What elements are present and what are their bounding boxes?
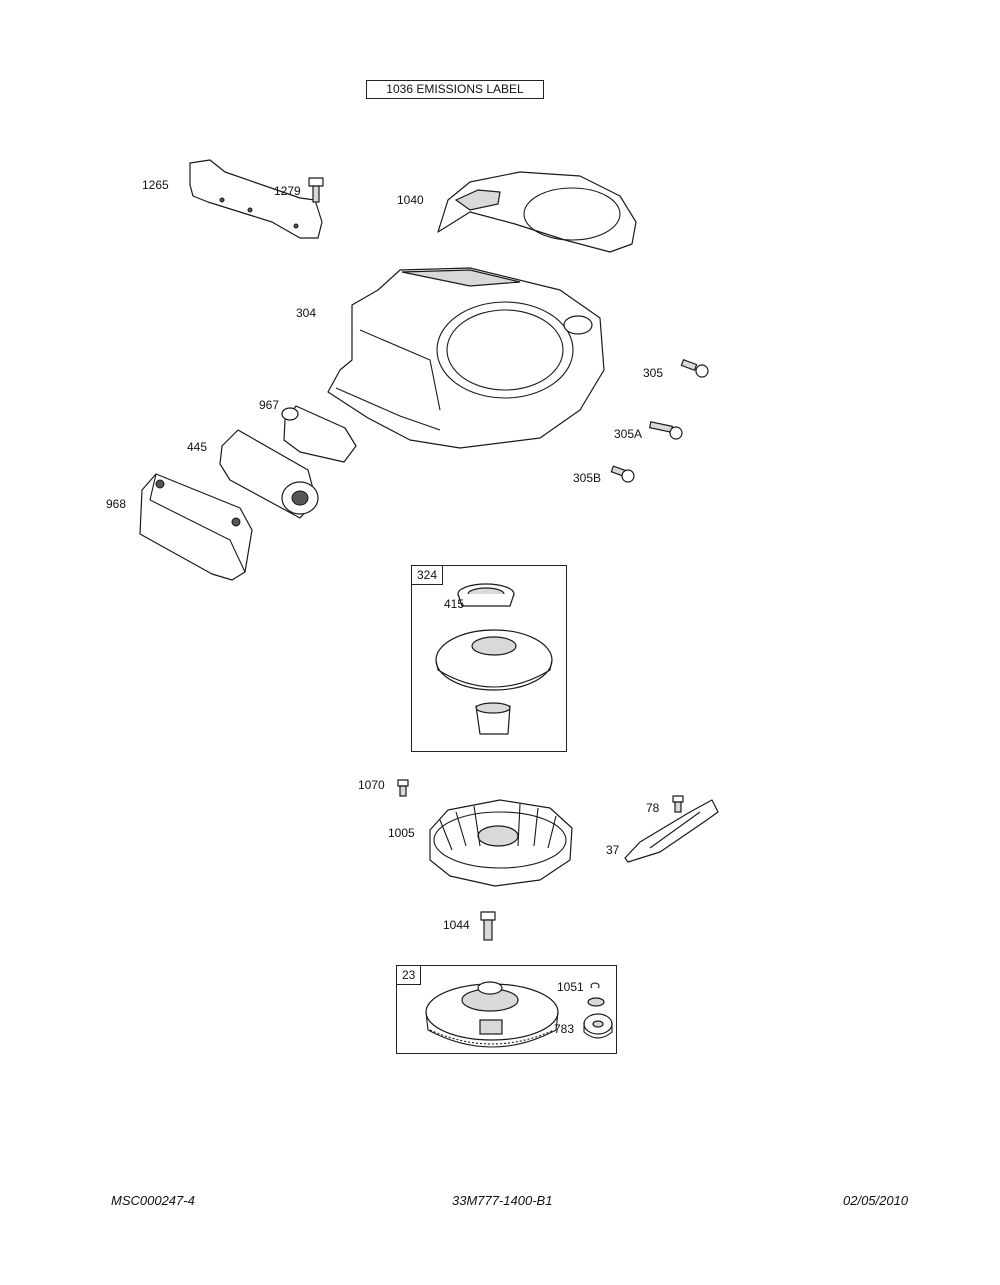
- guard-37: [624, 799, 719, 863]
- part-label-1040: 1040: [397, 193, 424, 207]
- gear-783: [583, 1013, 613, 1039]
- footer-date: 02/05/2010: [843, 1193, 909, 1208]
- fan-1005: [429, 799, 573, 887]
- emissions-label-text: 1036 EMISSIONS LABEL: [386, 82, 524, 96]
- screw-305: [680, 359, 709, 378]
- part-label-968: 968: [106, 497, 127, 511]
- part-label-1279: 1279: [274, 184, 301, 198]
- part-label-1265: 1265: [142, 178, 169, 192]
- pre-cleaner-967: [281, 405, 357, 463]
- footer-document-id: MSC000247-4: [111, 1193, 195, 1208]
- part-label-783: 783: [554, 1022, 575, 1036]
- blower-housing-304: [327, 267, 605, 449]
- air-cleaner-cover-968: [139, 473, 253, 581]
- screw-305b: [610, 465, 635, 483]
- screw-1070: [397, 779, 409, 797]
- part-label-305a: 305A: [614, 427, 643, 441]
- part-label-78: 78: [646, 801, 660, 815]
- part-label-1070: 1070: [358, 778, 385, 792]
- footer-part-number: 33M777-1400-B1: [452, 1193, 553, 1208]
- assembly-tag-23: 23: [397, 966, 422, 985]
- part-label-1051: 1051: [557, 980, 584, 994]
- rewind-starter-324: [435, 583, 553, 735]
- air-filter-445: [219, 429, 319, 519]
- screw-78: [672, 795, 684, 813]
- part-label-305b: 305B: [573, 471, 602, 485]
- bolt-1044: [480, 911, 496, 941]
- part-label-305: 305: [643, 366, 664, 380]
- assembly-box-23: 23: [396, 965, 617, 1054]
- bracket-1265: [189, 159, 323, 239]
- part-label-415: 415: [444, 597, 465, 611]
- assembly-box-324: 324: [411, 565, 567, 752]
- part-label-445: 445: [187, 440, 208, 454]
- bolt-1279: [308, 177, 324, 203]
- part-label-304: 304: [296, 306, 317, 320]
- shroud-cover-1040: [437, 171, 637, 253]
- part-label-967: 967: [259, 398, 280, 412]
- assembly-tag-324: 324: [412, 566, 444, 585]
- flywheel-23: [425, 981, 559, 1048]
- part-label-37: 37: [606, 843, 620, 857]
- screw-305a: [648, 421, 683, 440]
- part-label-1044: 1044: [443, 918, 470, 932]
- emissions-label-box: 1036 EMISSIONS LABEL: [366, 80, 544, 99]
- washer-1051: [587, 982, 605, 1007]
- part-label-1005: 1005: [388, 826, 415, 840]
